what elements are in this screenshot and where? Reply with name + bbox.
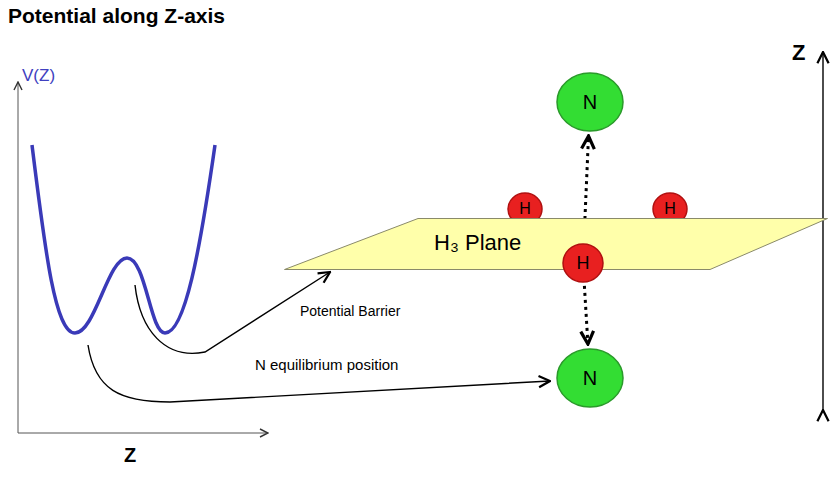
hydrogen-atom: H: [562, 243, 604, 283]
plane-shape: [284, 218, 828, 270]
diagram-title: Potential along Z-axis: [8, 4, 225, 28]
axis-label: Z: [124, 444, 136, 467]
node-text: H: [664, 200, 676, 218]
nitrogen-atom: N: [556, 72, 624, 132]
node-text: N: [583, 367, 597, 390]
x-axis: [18, 433, 268, 434]
node-text: H: [519, 200, 531, 218]
double-well-curve: [32, 145, 215, 333]
y-axis: [18, 82, 19, 433]
z-axis: [822, 52, 823, 410]
dotted-arrow: [584, 286, 588, 344]
nitrogen-atom: N: [556, 348, 624, 408]
plane-fill: [285, 219, 828, 270]
callout-label: N equilibrium position: [255, 356, 398, 373]
callout-label: Potential Barrier: [300, 303, 400, 319]
atom-fill: [563, 244, 603, 282]
atom-fill: [557, 349, 623, 407]
leader-arrow: [88, 345, 550, 402]
atom-fill: [557, 73, 623, 131]
h3-plane: H₃ Plane: [284, 218, 828, 270]
node-text: H: [577, 253, 590, 274]
axis-label: V(Z): [22, 66, 55, 86]
node-text: N: [583, 91, 597, 114]
node-text: H₃ Plane: [434, 230, 521, 255]
axis-label: Z: [792, 40, 805, 66]
